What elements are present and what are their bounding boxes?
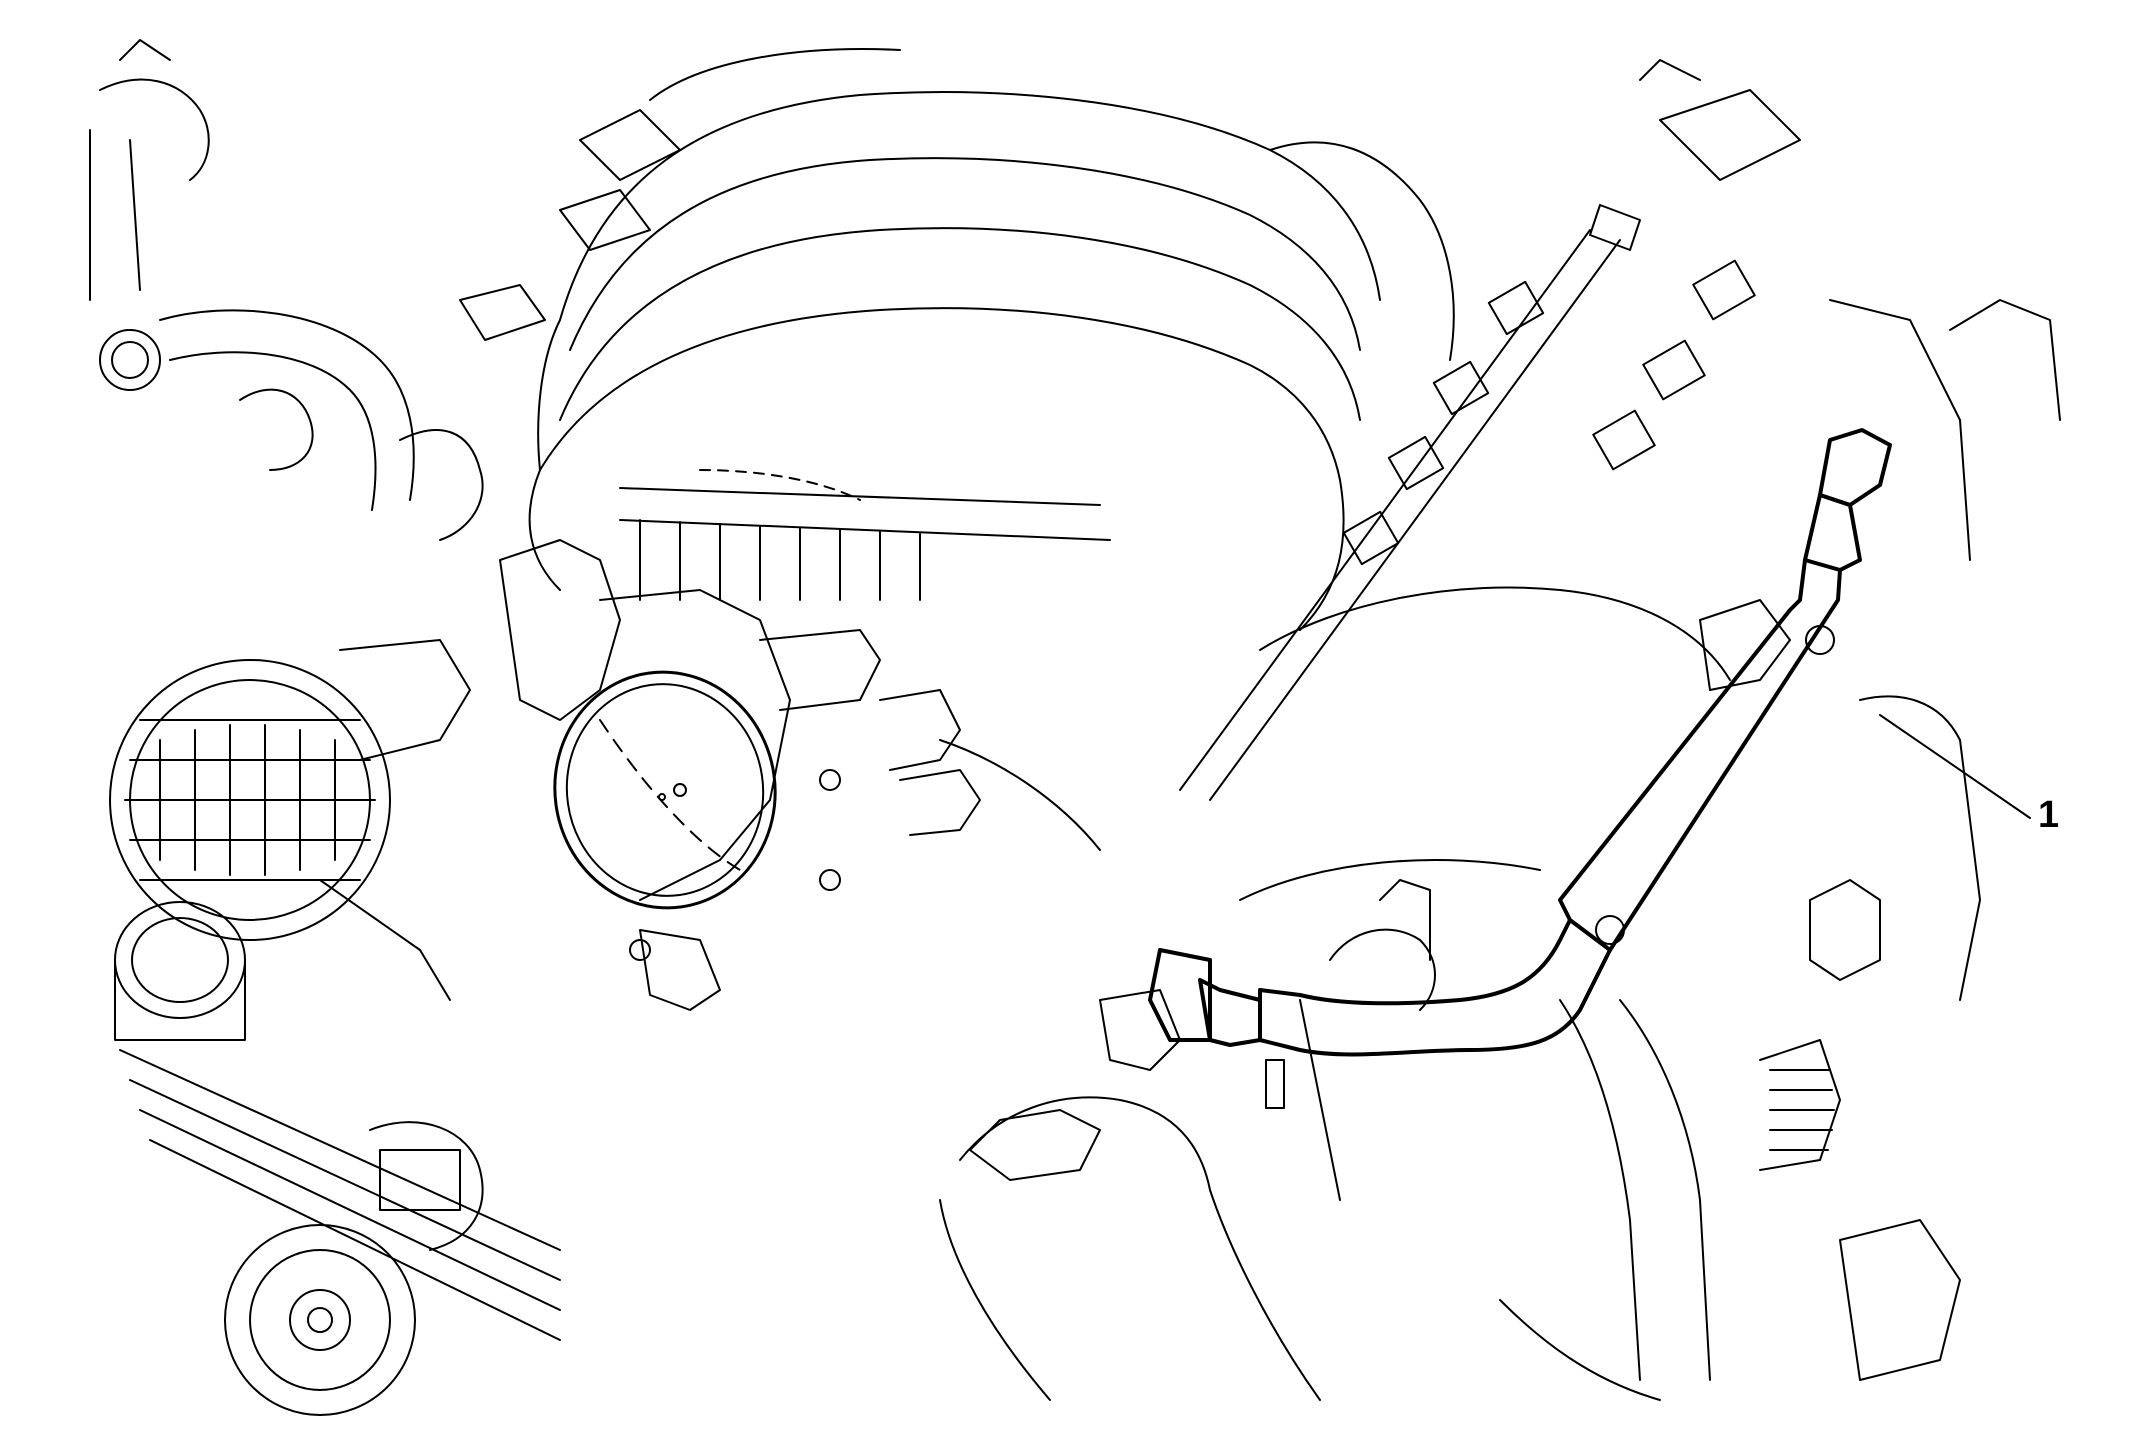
upper-left-hoses xyxy=(89,39,681,541)
callout-label-1: 1 xyxy=(2038,794,2060,836)
intake-manifold xyxy=(528,48,1455,631)
callout-leader-line xyxy=(1879,714,2031,819)
fuel-rail xyxy=(1179,59,1801,801)
right-side-components xyxy=(1499,299,2061,1401)
highlighted-hose xyxy=(1148,428,1892,1057)
throttle-body xyxy=(499,539,1101,1011)
lower-intake-hose xyxy=(939,989,1321,1401)
alternator xyxy=(109,639,471,1001)
belt-drive xyxy=(114,901,561,1416)
cylinder-head-cover xyxy=(1239,586,1731,1201)
